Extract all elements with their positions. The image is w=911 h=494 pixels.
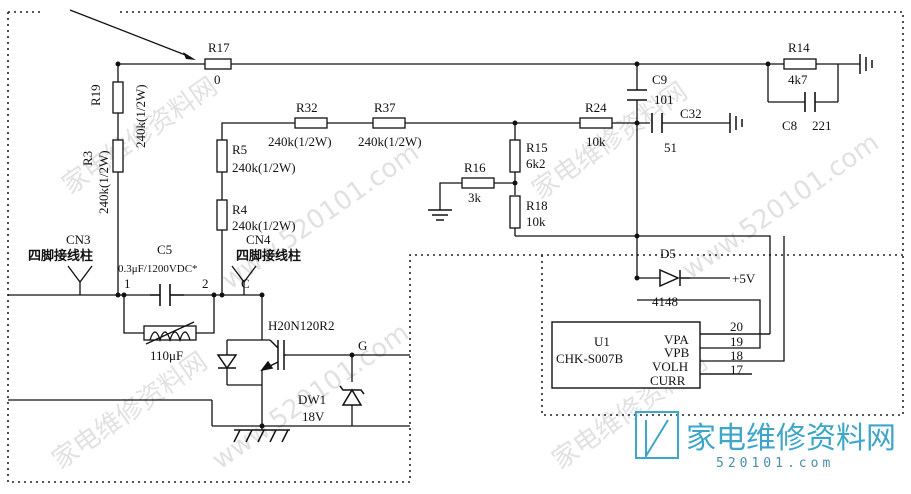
resistor-r4	[216, 199, 228, 231]
value-r4: 240k(1/2W)	[232, 218, 296, 233]
label-r3: R3	[80, 151, 95, 166]
value-r37: 240k(1/2W)	[358, 134, 422, 149]
pin-c: C	[241, 276, 250, 291]
pin-2: 2	[202, 276, 209, 291]
value-c5: 0.3μF/1200VDC*	[118, 263, 198, 275]
ground-symbols	[233, 54, 873, 443]
watermark-text: 家电维修资料网	[47, 347, 213, 476]
pin-20: 20	[730, 319, 743, 334]
label-r24: R24	[585, 100, 607, 115]
value-r15: 6k2	[526, 156, 546, 171]
label-u1: U1	[594, 334, 610, 349]
pin-19: 19	[730, 334, 743, 349]
label-c5: C5	[157, 242, 172, 257]
diode-d5	[659, 268, 690, 288]
label-igbt: H20N120R2	[268, 318, 334, 333]
dotted-boundary	[7, 11, 904, 483]
pin-volh: VOLH	[652, 359, 688, 374]
desc-cn3: 四脚接线柱	[28, 248, 93, 264]
ic-u1-pins	[700, 333, 770, 375]
brand-logo: 家电维修资料网 520101.com	[635, 411, 896, 471]
label-c32: C32	[680, 106, 702, 121]
value-r14: 4k7	[788, 72, 808, 87]
resistor-r24	[579, 117, 613, 129]
label-gate: G	[358, 338, 367, 353]
resistor-r14	[783, 58, 817, 70]
watermark-text: www.520101.com	[677, 128, 885, 286]
resistor-r18	[509, 195, 521, 229]
brand-text: 家电维修资料网	[686, 421, 896, 456]
label-plus5v: +5V	[732, 271, 756, 286]
label-r14: R14	[788, 40, 810, 55]
resistor-r17	[204, 58, 232, 70]
pin-18: 18	[730, 348, 743, 363]
coil-label: 110μF	[150, 348, 183, 363]
label-r19: R19	[88, 84, 103, 106]
value-u1: CHK-S007B	[556, 351, 624, 366]
value-c8: 221	[812, 118, 832, 133]
label-r32: R32	[296, 100, 318, 115]
resistors	[112, 58, 817, 231]
resistor-r3	[112, 139, 124, 173]
label-r37: R37	[374, 100, 396, 115]
value-dw1: 18V	[302, 409, 325, 424]
coil-element	[143, 321, 197, 345]
resistor-r15	[509, 139, 521, 173]
pin-vpa: VPA	[664, 332, 689, 347]
value-c9: 101	[654, 92, 674, 107]
pin-1: 1	[124, 276, 131, 291]
value-r16: 3k	[468, 190, 482, 205]
label-r17: R17	[208, 40, 230, 55]
igbt-transistor	[216, 339, 286, 372]
label-d5: D5	[660, 246, 676, 261]
ic-u1	[551, 321, 701, 389]
value-r17: 0	[214, 72, 221, 87]
pointer-arrow	[69, 9, 196, 60]
desc-cn4: 四脚接线柱	[236, 248, 301, 264]
pin-curr: CURR	[650, 373, 686, 388]
value-r19: 240k(1/2W)	[133, 84, 148, 148]
value-r3: 240k(1/2W)	[96, 150, 111, 214]
label-r4: R4	[232, 202, 248, 217]
label-r18: R18	[526, 198, 548, 213]
value-r24: 10k	[586, 134, 606, 149]
zener-dw1	[339, 385, 365, 406]
resistor-r19	[112, 81, 124, 114]
pin-17: 17	[730, 362, 744, 377]
brand-url: 520101.com	[716, 456, 834, 471]
value-r32: 240k(1/2W)	[268, 134, 332, 149]
resistor-r5	[216, 139, 228, 173]
label-c9: C9	[652, 72, 667, 87]
resistor-r37	[372, 117, 406, 129]
value-r5: 240k(1/2W)	[232, 160, 296, 175]
label-r5: R5	[232, 142, 247, 157]
resistor-r32	[294, 117, 328, 129]
label-dw1: DW1	[298, 392, 326, 407]
value-c32: 51	[664, 140, 677, 155]
label-r16: R16	[464, 160, 486, 175]
label-r15: R15	[526, 140, 548, 155]
value-d5: 4148	[652, 294, 678, 309]
capacitors	[150, 89, 816, 306]
resistor-r16	[461, 177, 495, 189]
label-cn3: CN3	[66, 232, 91, 247]
junction-dots	[115, 61, 771, 429]
label-c8: C8	[782, 118, 797, 133]
label-cn4: CN4	[246, 232, 271, 247]
value-r18: 10k	[526, 214, 546, 229]
pin-vpb: VPB	[664, 345, 690, 360]
